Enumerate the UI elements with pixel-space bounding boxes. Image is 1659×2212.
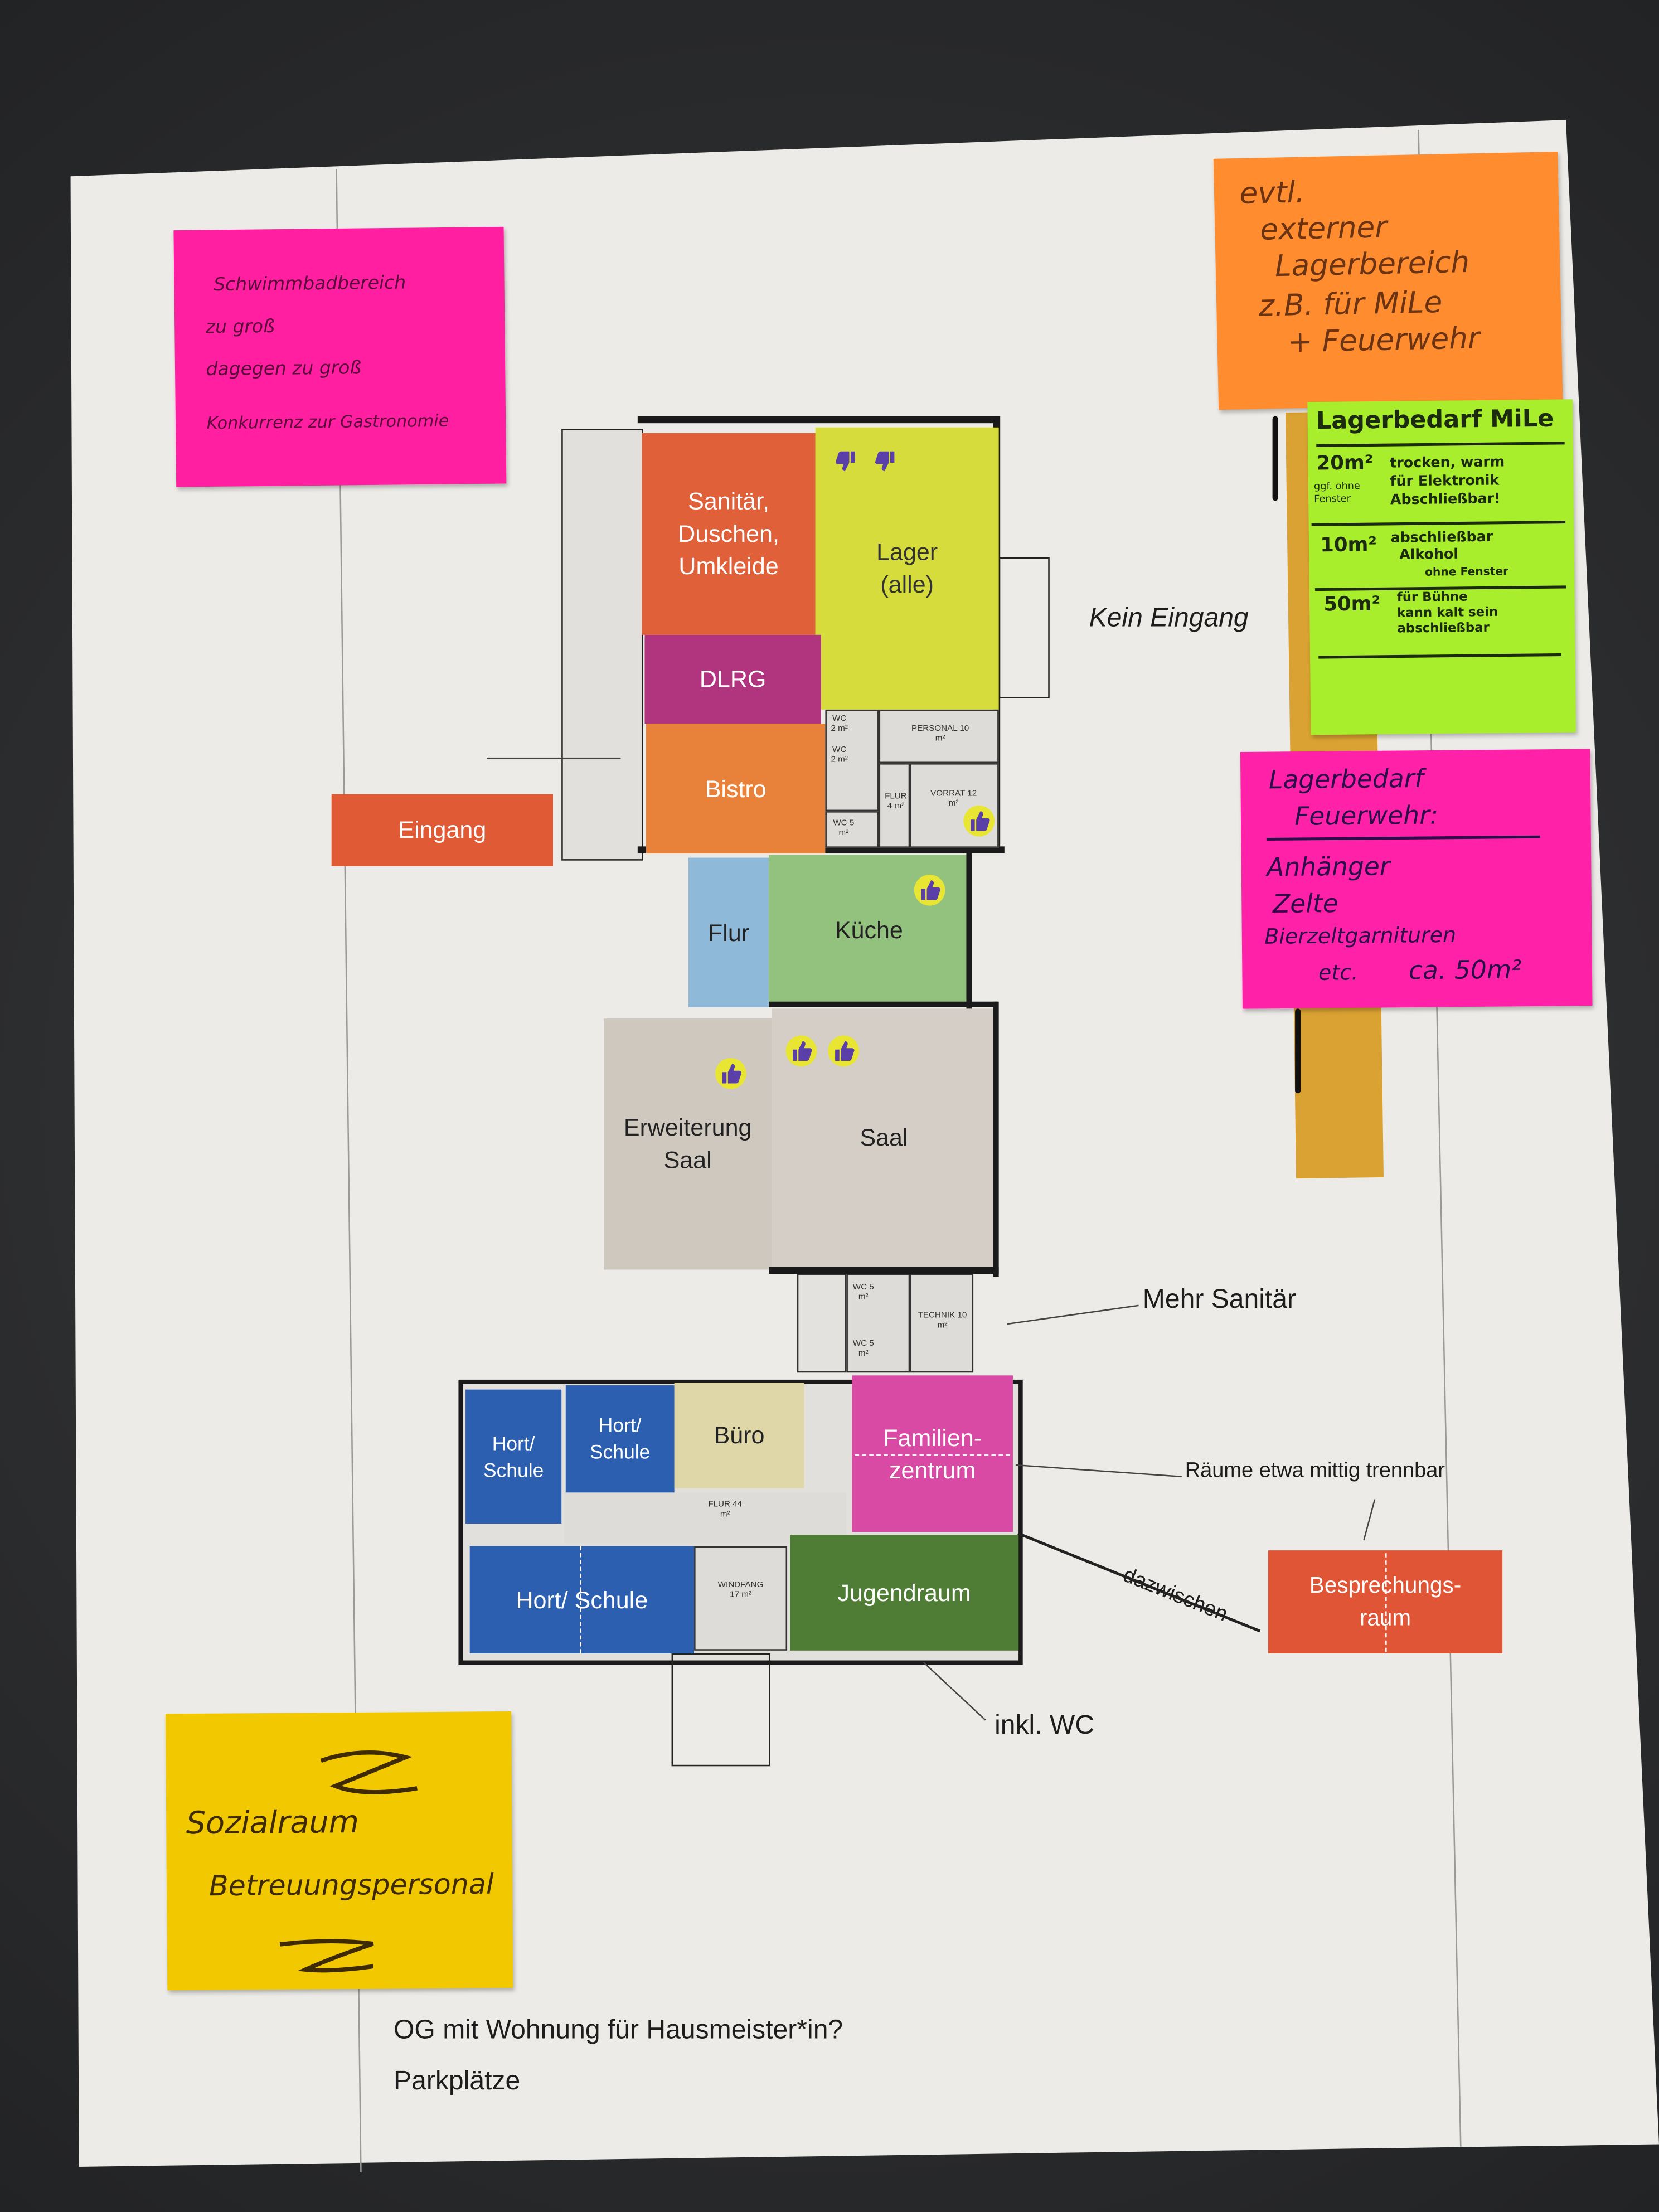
note-sozialraum: Sozialraum Betreuungspersonal [165, 1711, 513, 1991]
note-line: Zelte [1272, 889, 1339, 920]
wc-block: WC 2 m² WC 2 m² [825, 709, 879, 812]
note-line: Betreuungspersonal [208, 1866, 494, 1903]
row-area: 10m² [1320, 533, 1377, 557]
note-title: Feuerwehr: [1294, 801, 1439, 832]
thumbs-up-icon [914, 874, 945, 906]
room-personal: PERSONAL 10 m² [879, 709, 999, 764]
room-erweiterung-saal: Erweiterung Saal [604, 1018, 772, 1270]
room-sanitaer: Sanitär, Duschen, Umkleide [642, 433, 816, 635]
annotation-raeume-trennbar: Räume etwa mittig trennbar [1185, 1458, 1445, 1483]
room-flur: Flur [688, 857, 769, 1007]
row-side-note: ggf. ohne Fenster [1313, 480, 1361, 505]
row-area: 50m² [1323, 593, 1381, 617]
annotation-parkplaetze: Parkplätze [394, 2067, 521, 2097]
note-title: Lagerbedarf MiLe [1316, 405, 1554, 436]
row-area: 20m² [1316, 452, 1374, 476]
note-line: etc. [1318, 959, 1359, 986]
annotation-og-wohnung: OG mit Wohnung für Hausmeister*in? [394, 2016, 843, 2046]
note-line: Lagerbereich [1274, 245, 1470, 283]
z-squiggle-icon [279, 1939, 374, 1973]
note-line: Anhänger [1267, 852, 1390, 883]
room-technik: TECHNIK 10 m² [910, 1274, 974, 1373]
room-eingang: Eingang [331, 794, 553, 866]
thumbs-up-icon [715, 1058, 746, 1089]
path-marker [1272, 416, 1278, 501]
room-jugendraum: Jugendraum [790, 1535, 1019, 1651]
room-wc: WC 5 m² [825, 811, 879, 848]
note-line: Konkurrenz zur Gastronomie [206, 410, 449, 433]
thumbs-up-icon [963, 805, 995, 837]
note-line: + Feuerwehr [1287, 321, 1481, 360]
thumbs-down-icon [870, 446, 901, 477]
thumbs-up-icon [785, 1035, 817, 1067]
annotation-kein-eingang: Kein Eingang [1089, 604, 1249, 634]
note-lagerbedarf-feuerwehr: Lagerbedarf Feuerwehr: Anhänger Zelte Bi… [1240, 749, 1593, 1009]
note-line: Sozialraum [186, 1805, 360, 1842]
thumbs-up-icon [828, 1035, 860, 1067]
room-familienzentrum: Familien-zentrum [852, 1375, 1013, 1532]
path-marker [1295, 1008, 1301, 1094]
annotation-mehr-sanitaer: Mehr Sanitär [1142, 1285, 1297, 1315]
room-flur-small: FLUR 4 m² [879, 763, 910, 848]
room-bistro: Bistro [646, 724, 826, 854]
note-line: z.B. für MiLe [1258, 285, 1443, 323]
z-squiggle-icon [320, 1750, 418, 1794]
note-schwimmbad: Schwimmbadbereich zu groß dagegen zu gro… [173, 226, 507, 487]
note-line: dagegen zu groß [206, 358, 362, 381]
room-hort-schule-1: Hort/ Schule [465, 1389, 562, 1524]
room-buero: Büro [674, 1382, 804, 1488]
note-line: evtl. [1239, 175, 1305, 211]
room-flur-44: FLUR 44 m² [564, 1492, 847, 1544]
note-line: Schwimmbadbereich [214, 273, 406, 297]
thumbs-down-icon [831, 446, 862, 477]
wc-block-lower: WC 5 m² WC 5 m² [846, 1274, 910, 1373]
note-lagerbedarf-mile: Lagerbedarf MiLe 20m² ggf. ohne Fenster … [1307, 399, 1576, 735]
entrance-arrow [487, 757, 621, 759]
note-line: Bierzeltgarnituren [1264, 922, 1457, 949]
room-windfang: WINDFANG 17 m² [694, 1546, 788, 1651]
note-line: externer [1259, 210, 1388, 247]
note-externer-lager: evtl. externer Lagerbereich z.B. für MiL… [1213, 151, 1563, 410]
note-line: zu groß [205, 317, 275, 339]
note-title: Lagerbedarf [1268, 764, 1424, 796]
room-lager: Lager (alle) [815, 427, 999, 710]
room-dlrg: DLRG [644, 634, 821, 724]
room-hort-schule-3: Hort/ Schule [469, 1546, 695, 1653]
note-line: ca. 50m² [1408, 955, 1522, 987]
annotation-inkl-wc: inkl. WC [995, 1711, 1095, 1741]
room-hort-schule-2: Hort/ Schule [565, 1385, 675, 1493]
